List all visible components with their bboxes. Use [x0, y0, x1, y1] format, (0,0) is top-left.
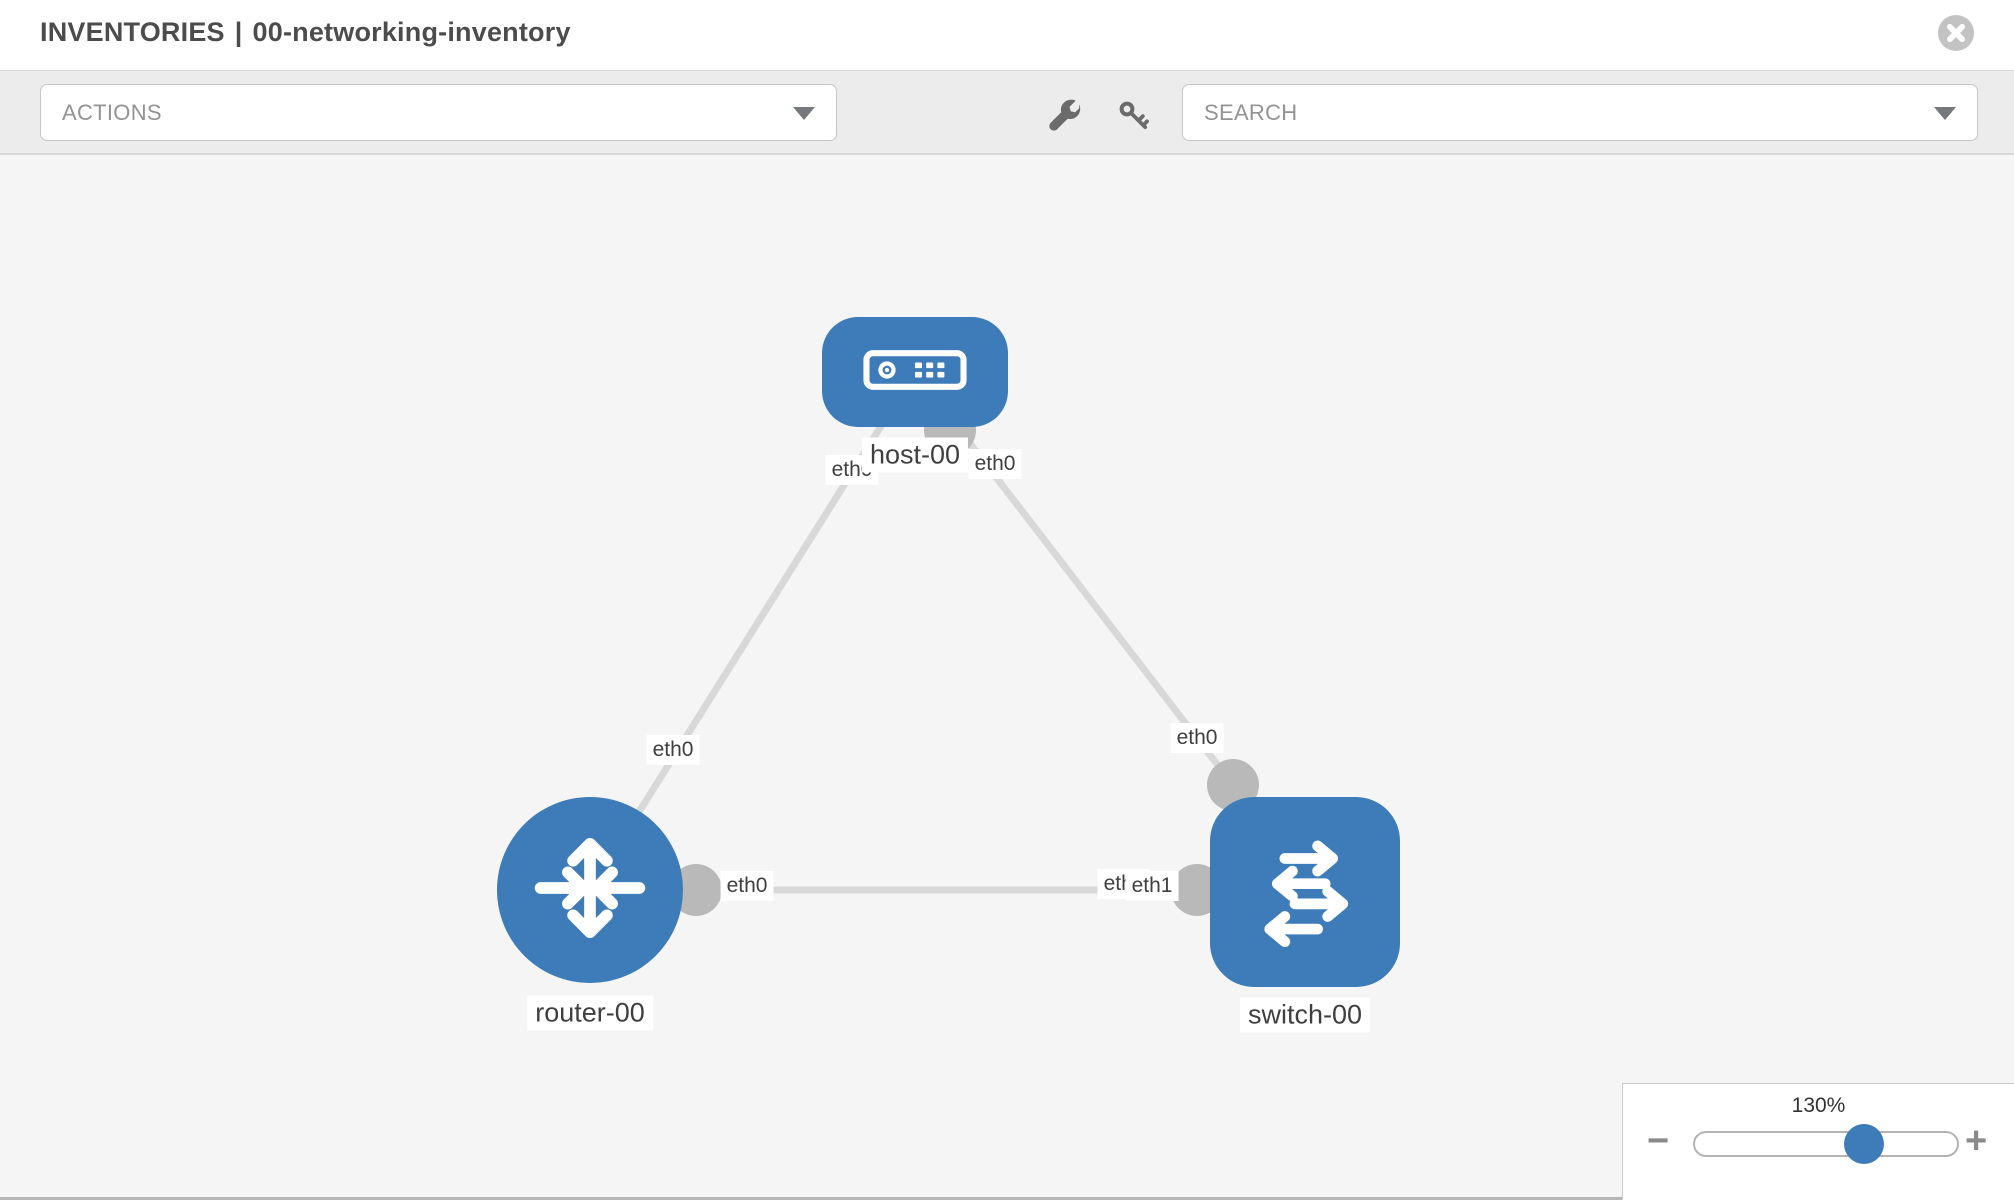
- router-arrows-icon: [525, 823, 655, 958]
- wrench-icon: [1049, 99, 1081, 134]
- topology-canvas[interactable]: eth0 eth0 eth0 eth0 eth0 eth0 eth1 host-…: [0, 155, 2014, 1200]
- zoom-level-value: 130%: [1791, 1094, 1846, 1117]
- search-dropdown[interactable]: SEARCH: [1182, 84, 1978, 141]
- actions-dropdown[interactable]: ACTIONS: [40, 84, 837, 141]
- page-title-separator: |: [234, 17, 243, 47]
- zoom-slider-track[interactable]: [1693, 1131, 1959, 1157]
- page-title-section: INVENTORIES: [40, 17, 225, 47]
- host-device-icon: [859, 341, 971, 404]
- credentials-key-button[interactable]: [1116, 99, 1150, 133]
- node-host-00[interactable]: [822, 317, 1008, 427]
- close-button[interactable]: [1937, 14, 1975, 52]
- interface-label-router-eth0: eth0: [720, 871, 774, 901]
- switch-arrows-icon: [1242, 827, 1368, 958]
- configure-button[interactable]: [1048, 99, 1082, 133]
- header: INVENTORIES | 00-networking-inventory: [0, 0, 2014, 71]
- topology-links-layer: [587, 369, 1259, 916]
- node-label-router-00: router-00: [527, 995, 653, 1031]
- node-router-00[interactable]: [497, 797, 683, 983]
- interface-label-switch-eth0: eth0: [1170, 723, 1224, 753]
- zoom-control-panel: 130% − +: [1622, 1083, 2014, 1200]
- page-title: INVENTORIES | 00-networking-inventory: [40, 17, 571, 48]
- key-icon: [1117, 101, 1149, 134]
- zoom-out-button[interactable]: −: [1647, 1120, 1670, 1162]
- interface-label-router-eth0-uplink: eth0: [646, 735, 700, 765]
- interface-connector-router: [670, 864, 722, 916]
- page-title-inventory-name: 00-networking-inventory: [252, 17, 571, 47]
- interface-label-host-eth0-right: eth0: [968, 449, 1022, 479]
- node-label-host-00: host-00: [861, 437, 969, 473]
- interface-label-switch-eth1: eth1: [1125, 871, 1179, 901]
- search-dropdown-label: SEARCH: [1204, 99, 1298, 125]
- node-label-switch-00: switch-00: [1239, 997, 1371, 1033]
- close-icon: [1937, 14, 1975, 55]
- chevron-down-icon: [793, 107, 815, 120]
- zoom-slider-handle[interactable]: [1844, 1124, 1884, 1164]
- chevron-down-icon: [1934, 107, 1956, 120]
- toolbar: ACTIONS SEARCH: [0, 71, 2014, 155]
- zoom-in-button[interactable]: +: [1965, 1120, 1988, 1162]
- node-switch-00[interactable]: [1210, 797, 1400, 987]
- actions-dropdown-label: ACTIONS: [62, 99, 162, 125]
